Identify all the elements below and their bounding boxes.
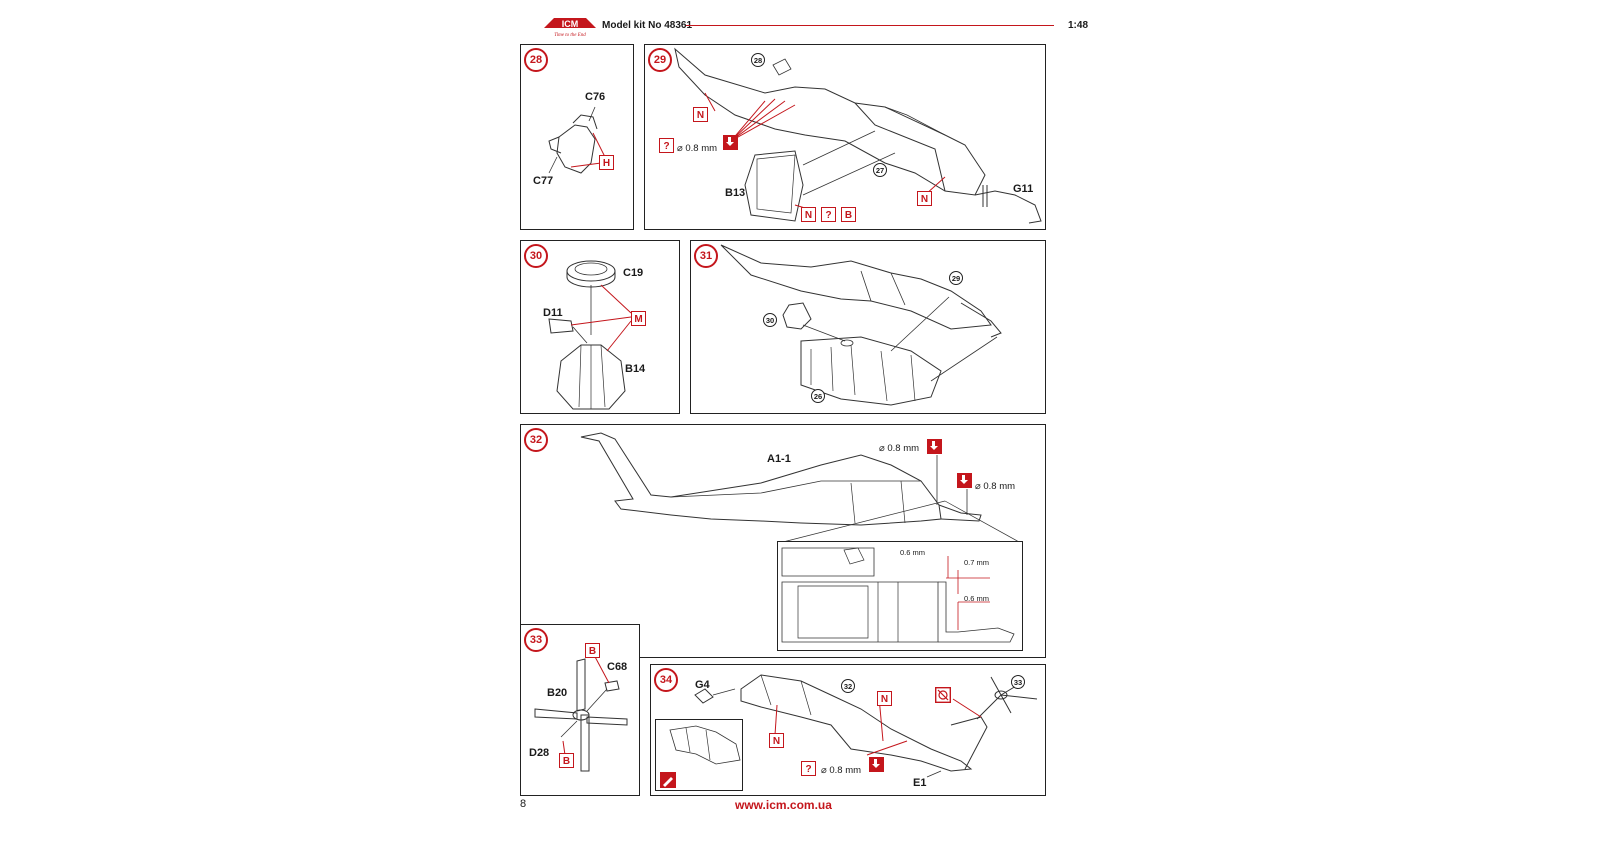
step-31-badge: 31 <box>694 244 718 268</box>
dim-3: 0.6 mm <box>964 594 990 603</box>
step-30-drawing <box>548 260 632 410</box>
drill-size: ⌀ 0.8 mm <box>677 143 718 154</box>
website-link[interactable]: www.icm.com.ua <box>735 798 832 812</box>
step-29-badge: 29 <box>648 48 672 72</box>
step-28-panel: 28 C76 C77 H <box>520 44 634 230</box>
step-30-panel: 30 C19 D11 B14 M <box>520 240 680 414</box>
step-34-badge: 34 <box>654 668 678 692</box>
kit-number: Model kit No 48361 <box>602 20 693 31</box>
paint-n-marker-3: N <box>801 207 816 222</box>
drill-size: ⌀ 0.8 mm <box>821 765 862 776</box>
step-31-drawing <box>720 244 1002 406</box>
part-c68: C68 <box>607 661 628 673</box>
part-c19: C19 <box>623 267 644 279</box>
drill-icon-b <box>957 473 972 488</box>
paint-b-marker-2: B <box>559 753 574 768</box>
step-29-panel: 29 28 27 N N N ? ? B ⌀ 0.8 mm B13 G11 <box>644 44 1046 230</box>
header-rule <box>686 25 1054 26</box>
ref-step-29: 29 <box>949 271 963 285</box>
page-number: 8 <box>520 798 527 810</box>
step-28-drawing <box>548 106 606 174</box>
drill-icon-a <box>927 439 942 454</box>
part-c76: C76 <box>585 91 606 103</box>
paint-n-marker-2: N <box>917 191 932 206</box>
drill-size-b: ⌀ 0.8 mm <box>975 481 1016 492</box>
step-32-badge: 32 <box>524 428 548 452</box>
paint-h-marker: H <box>599 155 614 170</box>
ref-step-26: 26 <box>811 389 825 403</box>
step-34-detail-inset <box>655 719 743 791</box>
adjust-icon <box>660 772 676 788</box>
paint-m-marker: M <box>631 311 646 326</box>
step-33-drawing <box>534 652 628 772</box>
part-a1-1: A1-1 <box>767 453 791 465</box>
logo-tagline: Time to the End <box>554 33 586 38</box>
part-c77: C77 <box>533 175 554 187</box>
paint-n-marker-1: N <box>693 107 708 122</box>
paint-n-marker-1: N <box>877 691 892 706</box>
ref-step-32: 32 <box>841 679 855 693</box>
icm-logo: ICM Time to the End <box>544 18 596 38</box>
step-32-detail-inset: 0.6 mm 0.7 mm 0.6 mm <box>777 541 1023 651</box>
paint-b-marker-1: B <box>585 643 600 658</box>
step-34-panel: 34 G4 32 33 N N ? ⌀ 0.8 mm E1 <box>650 664 1046 796</box>
ref-step-30: 30 <box>763 313 777 327</box>
part-d11: D11 <box>543 307 563 319</box>
ref-step-33: 33 <box>1011 675 1025 689</box>
part-b20: B20 <box>547 687 568 699</box>
unknown-marker: ? <box>801 761 816 776</box>
step-32-drawing <box>580 432 1022 544</box>
paint-n-marker-2: N <box>769 733 784 748</box>
no-glue-icon <box>935 687 951 703</box>
detail-drawing <box>669 725 741 765</box>
drill-icon <box>869 757 884 772</box>
detail-drawing <box>781 547 1015 643</box>
part-e1: E1 <box>913 777 927 789</box>
dim-1: 0.6 mm <box>900 548 926 557</box>
part-b13: B13 <box>725 187 746 199</box>
step-31-panel: 31 29 30 26 <box>690 240 1046 414</box>
dim-2: 0.7 mm <box>964 558 990 567</box>
part-g11: G11 <box>1013 183 1034 195</box>
ref-step-28: 28 <box>751 53 765 67</box>
paint-b-marker: B <box>841 207 856 222</box>
unknown-marker: ? <box>659 138 674 153</box>
part-b14: B14 <box>625 363 646 375</box>
step-33-badge: 33 <box>524 628 548 652</box>
step-32-panel: 32 A1-1 ⌀ 0.8 mm ⌀ 0.8 mm 0.6 mm 0.7 mm … <box>520 424 1046 658</box>
step-33-panel: 33 B B C68 B20 D28 <box>520 624 640 796</box>
step-29-drawing <box>674 47 1042 224</box>
unknown-marker-2: ? <box>821 207 836 222</box>
step-28-badge: 28 <box>524 48 548 72</box>
scale-label: 1:48 <box>1067 20 1088 31</box>
page-header: ICM Time to the End Model kit No 48361 1… <box>540 14 1088 38</box>
part-g4: G4 <box>695 679 710 691</box>
step-30-badge: 30 <box>524 244 548 268</box>
step-34-drawing <box>694 674 1038 778</box>
ref-step-27: 27 <box>873 163 887 177</box>
drill-size-a: ⌀ 0.8 mm <box>879 443 920 454</box>
logo-text: ICM <box>562 19 579 29</box>
drill-icon <box>723 135 738 150</box>
part-d28: D28 <box>529 747 550 759</box>
